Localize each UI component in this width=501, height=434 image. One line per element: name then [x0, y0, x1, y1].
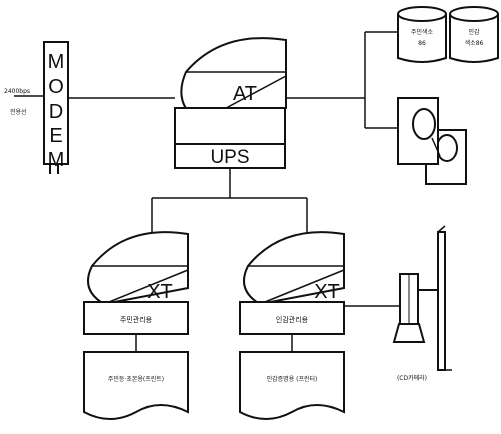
camera-stand	[392, 225, 452, 371]
xt-resident-monitor	[87, 231, 189, 306]
at-computer: AT UPS	[174, 37, 287, 169]
xt-seal-monitor	[243, 231, 345, 306]
ups-label: UPS	[210, 147, 249, 168]
modem-letter-o: O	[48, 76, 64, 98]
xt-seal-label: XT	[314, 281, 340, 303]
printer-resident-output: 주민등·초본용(프린트)	[83, 351, 189, 420]
speed-label: 2400bps	[4, 88, 30, 95]
xt-seal: XT 인감관리용	[239, 231, 345, 335]
camera-pole	[437, 231, 446, 371]
printer-seal-label: 인감증명용 (프린터)	[267, 375, 318, 383]
disk-resident-label: 주민색소	[411, 28, 434, 36]
ups-box	[174, 143, 286, 169]
leased-line-label: 전용선	[10, 108, 27, 116]
at-monitor	[180, 37, 287, 124]
disk-resident-sublabel: 86	[418, 40, 426, 47]
xt-resident-label: XT	[147, 281, 173, 303]
camera-lens	[392, 323, 426, 343]
modem-letter-d: D	[49, 101, 63, 123]
at-system-unit	[174, 107, 286, 145]
modem-letter-m: M	[48, 51, 65, 73]
disk-seal: 인감 색소86	[449, 6, 499, 63]
modem-letter-e: E	[49, 125, 62, 147]
printer-resident-label: 주민등·초본용(프린트)	[108, 375, 164, 383]
xt-seal-unit	[239, 301, 345, 335]
disk-resident: 주민색소 86	[397, 6, 447, 63]
printer-seal-output: 인감증명용 (프린터)	[239, 351, 345, 420]
disk-seal-sublabel: 색소86	[465, 39, 484, 47]
at-label: AT	[233, 83, 257, 105]
modem: M O D E M	[43, 41, 69, 174]
xt-seal-role: 인감관리용	[276, 315, 309, 324]
xt-resident: XT 주민관리용	[83, 231, 189, 335]
xt-resident-role: 주민관리용	[120, 315, 153, 324]
disk-seal-label: 인감	[468, 29, 480, 36]
camera-label: (CD카메라)	[397, 374, 427, 382]
modem-letter-m2: M	[48, 149, 65, 171]
scanner-device	[397, 97, 467, 185]
xt-resident-unit	[83, 301, 189, 335]
